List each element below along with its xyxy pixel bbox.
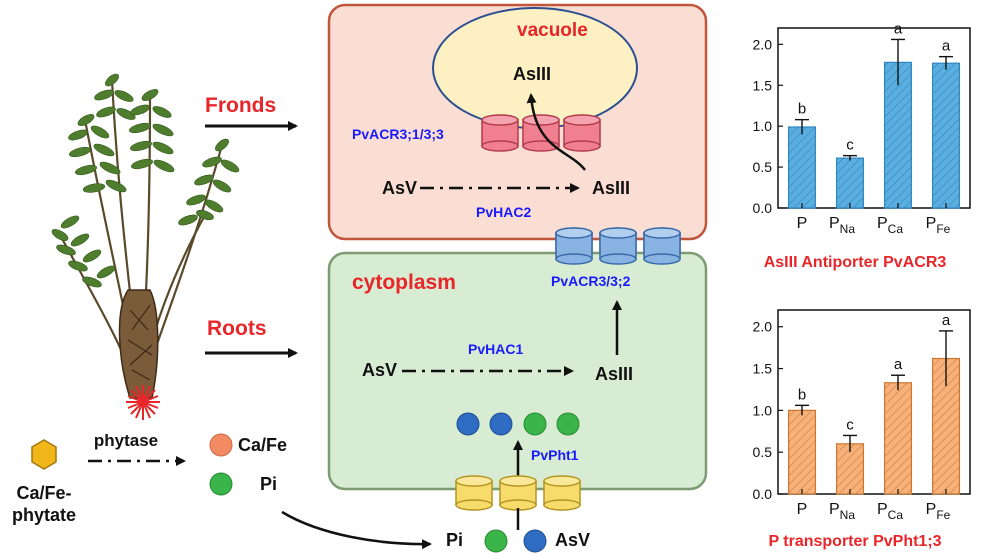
chart-frame (777, 27, 971, 209)
y-tick-label: 1.0 (753, 118, 773, 134)
bar (835, 157, 865, 209)
vacuole-asiii-label: AsIII (513, 64, 551, 84)
pvacr3-vacuole-transporter (481, 114, 601, 152)
significance-letter: c (846, 137, 854, 154)
fronds-label: Fronds (205, 94, 276, 117)
vacuole-title: vacuole (517, 20, 588, 41)
root-asv-label: AsV (362, 360, 397, 380)
x-tick-label: PCa (877, 215, 903, 236)
significance-letter: a (894, 20, 903, 37)
pvhac2-label: PvHAC2 (476, 204, 531, 220)
x-tick-label: PCa (877, 501, 903, 522)
y-tick-label: 1.5 (753, 77, 773, 93)
y-tick-label: 1.5 (753, 361, 773, 377)
phytate-label-line2: phytate (12, 505, 76, 525)
significance-letter: a (942, 38, 951, 55)
bottom-asv-circle (523, 529, 547, 553)
x-tick-label: P (797, 215, 808, 232)
phytase-label: phytase (94, 431, 158, 450)
significance-letter: b (798, 101, 806, 118)
bar (787, 126, 817, 209)
phytate-hexagon-icon (31, 439, 57, 470)
significance-letter: b (798, 386, 806, 403)
bottom-pi-label: Pi (446, 530, 463, 550)
x-tick-label: P (797, 501, 808, 518)
cytoplasm-title: cytoplasm (352, 271, 456, 294)
x-tick-label: PNa (829, 501, 855, 522)
pvacr3-vacuole-label: PvACR3;1/3;3 (352, 126, 444, 142)
pvpht1-label: PvPht1 (531, 447, 579, 463)
y-tick-label: 2.0 (753, 319, 773, 335)
y-tick-label: 0.5 (753, 159, 773, 175)
bar (931, 62, 961, 209)
y-tick-label: 0.5 (753, 444, 773, 460)
bar (883, 382, 913, 495)
acr3-chart-caption: AsIII Antiporter PvACR3 (764, 254, 947, 271)
pi-circle-icon (209, 472, 233, 496)
x-tick-label: PFe (926, 215, 951, 236)
frond-asiii-label: AsIII (592, 178, 630, 198)
frond-asv-label: AsV (382, 178, 417, 198)
pi-label: Pi (260, 474, 277, 494)
roots-label: Roots (207, 317, 267, 340)
y-tick-label: 1.0 (753, 402, 773, 418)
pi-uptake-arrow (281, 510, 432, 550)
x-tick-label: PNa (829, 215, 855, 236)
significance-letter: a (894, 356, 903, 373)
significance-letter: a (942, 312, 951, 329)
y-tick-label: 2.0 (753, 36, 773, 52)
root-starburst (126, 385, 160, 420)
root-asiii-label: AsIII (595, 364, 633, 384)
pvpht1-transporter (455, 475, 581, 511)
x-tick-label: PFe (926, 501, 951, 522)
cyto-pi-circle-1 (523, 412, 547, 436)
y-tick-label: 0.0 (753, 200, 773, 216)
chart-frame (777, 309, 971, 495)
significance-letter: c (846, 416, 854, 433)
pht1-chart-caption: P transporter PvPht1;3 (768, 533, 941, 550)
bottom-asv-label: AsV (555, 530, 590, 550)
ca-fe-circle-icon (209, 433, 233, 457)
bar (883, 61, 913, 209)
fern-plant-illustration (51, 73, 240, 420)
ca-fe-label: Ca/Fe (238, 435, 287, 455)
cyto-asv-circle-2 (489, 412, 513, 436)
cyto-pi-circle-2 (556, 412, 580, 436)
pvhac1-label: PvHAC1 (468, 341, 523, 357)
bottom-pi-circle (484, 529, 508, 553)
phytate-label-line1: Ca/Fe- (16, 483, 71, 503)
bar (787, 409, 817, 495)
pvacr3-plasma-label: PvACR3/3;2 (551, 273, 631, 289)
y-tick-label: 0.0 (753, 486, 773, 502)
asiii-sequestration-arrow (526, 93, 586, 171)
cyto-asv-circle-1 (456, 412, 480, 436)
